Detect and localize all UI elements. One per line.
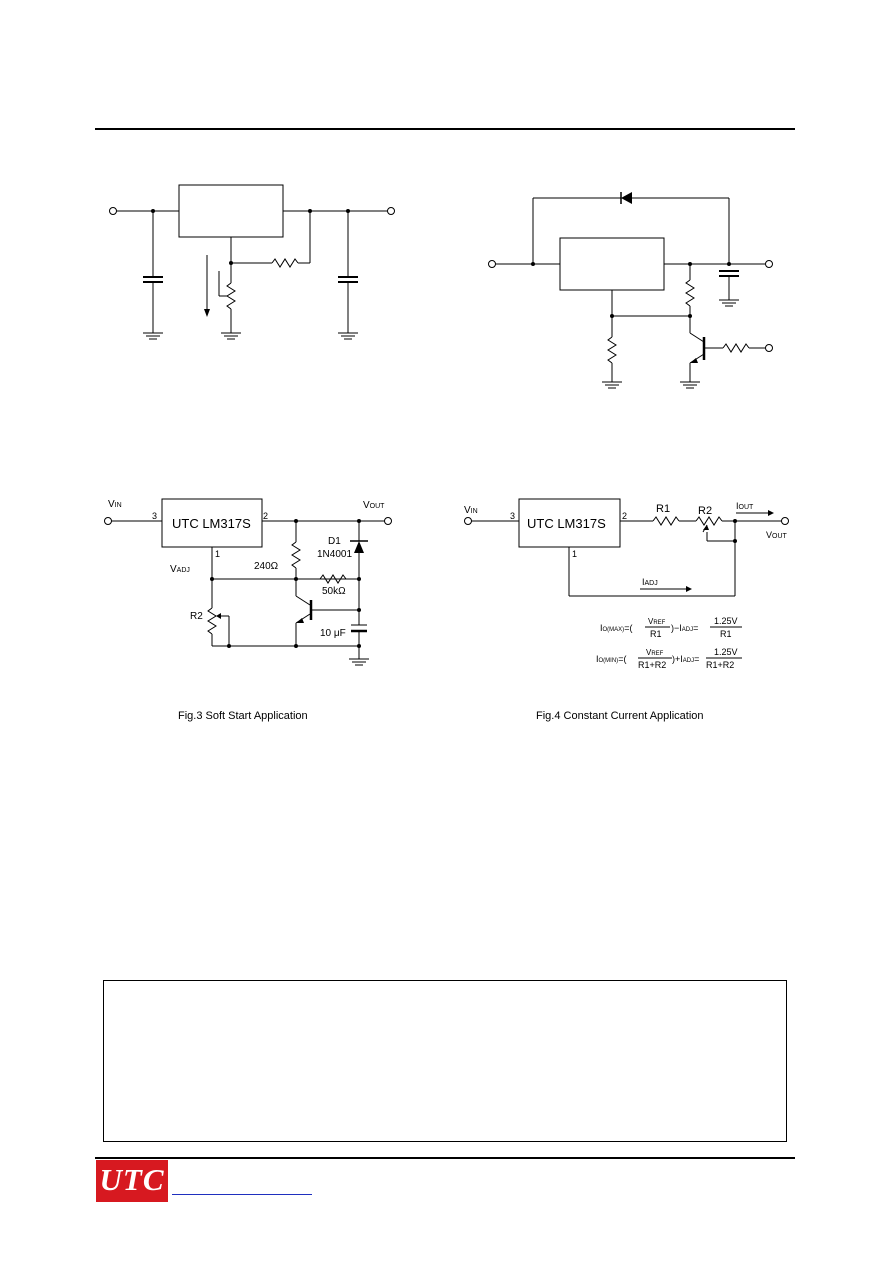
footer-rule [95, 1157, 795, 1159]
figure-4-diagram: VIN 3 2 1 UTC LM317S R1 R2 IOUT VOUT IAD… [464, 498, 789, 670]
website-link-underline[interactable] [172, 1194, 312, 1195]
fig3-r-slow: 50kΩ [322, 586, 346, 597]
fig4-iadj-label: IADJ [642, 577, 658, 587]
fig3-vout-label: VOUT [363, 500, 385, 511]
notice-box [103, 980, 787, 1142]
fig3-pot-label: R2 [190, 611, 203, 622]
figure-1-diagram [109, 184, 395, 340]
fig3-pin-in: 3 [152, 511, 157, 521]
logo-text: UTC [99, 1162, 165, 1197]
fig3-vadj-label: VADJ [170, 564, 190, 575]
svg-text:IO(MAX)=(: IO(MAX)=( [600, 623, 632, 633]
fig3-r-fixed: 240Ω [254, 561, 279, 572]
svg-text:VREF: VREF [646, 648, 664, 657]
fig4-iout-label: IOUT [736, 501, 754, 511]
fig3-pin-adj: 1 [215, 549, 220, 559]
fig4-r1-label: R1 [656, 503, 670, 515]
header-rule [95, 128, 795, 130]
svg-text:IO(MIN)=(: IO(MIN)=( [596, 654, 626, 664]
fig3-ic-label: UTC LM317S [172, 516, 251, 531]
svg-text:R1+R2: R1+R2 [638, 660, 666, 670]
svg-text:)+IADJ=: )+IADJ= [672, 654, 699, 664]
fig3-vin-label: VIN [108, 499, 122, 510]
fig4-vin-label: VIN [464, 505, 478, 516]
svg-text:R1+R2: R1+R2 [706, 660, 734, 670]
fig3-diode-name: D1 [328, 536, 341, 547]
fig4-vout-label: VOUT [766, 530, 788, 540]
fig4-ic-label: UTC LM317S [527, 516, 606, 531]
fig4-equation-max: IO(MAX)=( VREF R1 )−IADJ= 1.25V R1 [600, 616, 742, 639]
svg-text:R1: R1 [650, 629, 662, 639]
fig4-r2-label: R2 [698, 505, 712, 517]
fig3-cap-label: 10 μF [320, 628, 346, 639]
svg-text:R1: R1 [720, 629, 732, 639]
fig4-pin-in: 3 [510, 511, 515, 521]
fig4-pin-out: 2 [622, 511, 627, 521]
fig3-diode-part: 1N4001 [317, 549, 352, 560]
svg-text:VREF: VREF [648, 617, 666, 626]
svg-text:1.25V: 1.25V [714, 616, 738, 626]
fig4-caption: Fig.4 Constant Current Application [536, 710, 704, 722]
fig3-pin-out: 2 [263, 511, 268, 521]
utc-logo: UTC [96, 1160, 168, 1202]
figure-2-diagram [488, 192, 773, 389]
svg-text:1.25V: 1.25V [714, 647, 738, 657]
fig4-pin-adj: 1 [572, 549, 577, 559]
figure-3-diagram: VIN 3 2 1 UTC LM317S VOUT VADJ D1 1N4001… [104, 498, 392, 666]
fig4-equation-min: IO(MIN)=( VREF R1+R2 )+IADJ= 1.25V R1+R2 [596, 647, 742, 670]
fig3-caption: Fig.3 Soft Start Application [178, 710, 308, 722]
svg-text:)−IADJ=: )−IADJ= [671, 623, 698, 633]
